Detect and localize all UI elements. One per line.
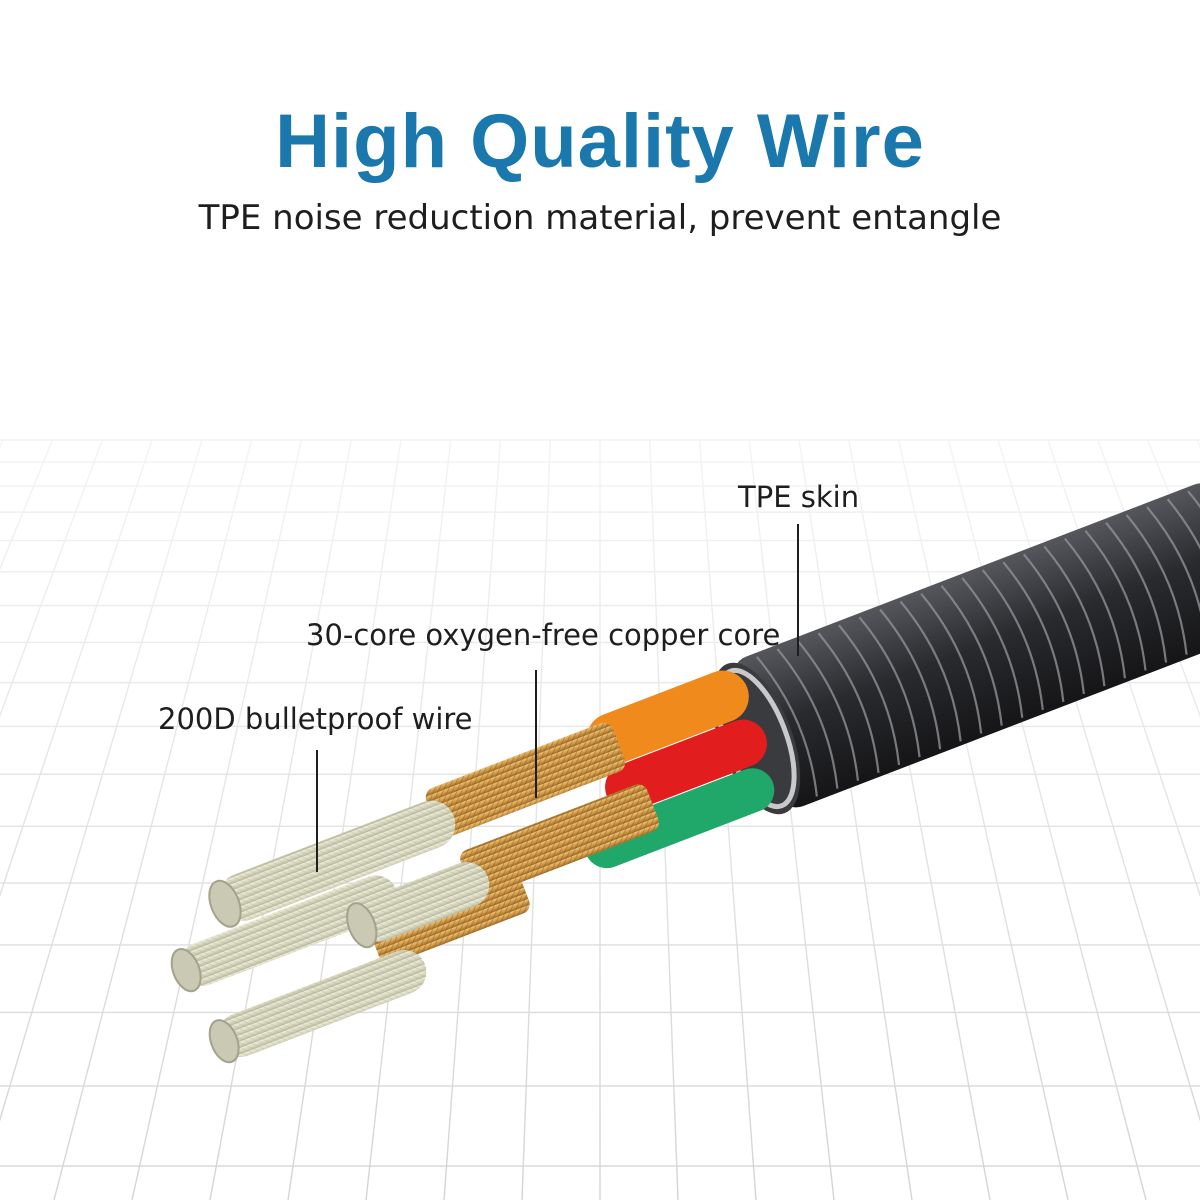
callout-tpe-skin: TPE skin: [738, 480, 860, 514]
leader-line-skin: [797, 524, 799, 656]
callout-bulletproof-wire: 200D bulletproof wire: [158, 702, 473, 736]
leader-line-wire: [316, 750, 318, 872]
cable-illustration: [170, 483, 1200, 1064]
callout-copper-core: 30-core oxygen-free copper core: [306, 618, 781, 652]
page-subtitle: TPE noise reduction material, prevent en…: [198, 198, 1002, 238]
page-title: High Quality Wire: [275, 99, 925, 184]
leader-line-copper: [535, 670, 537, 798]
